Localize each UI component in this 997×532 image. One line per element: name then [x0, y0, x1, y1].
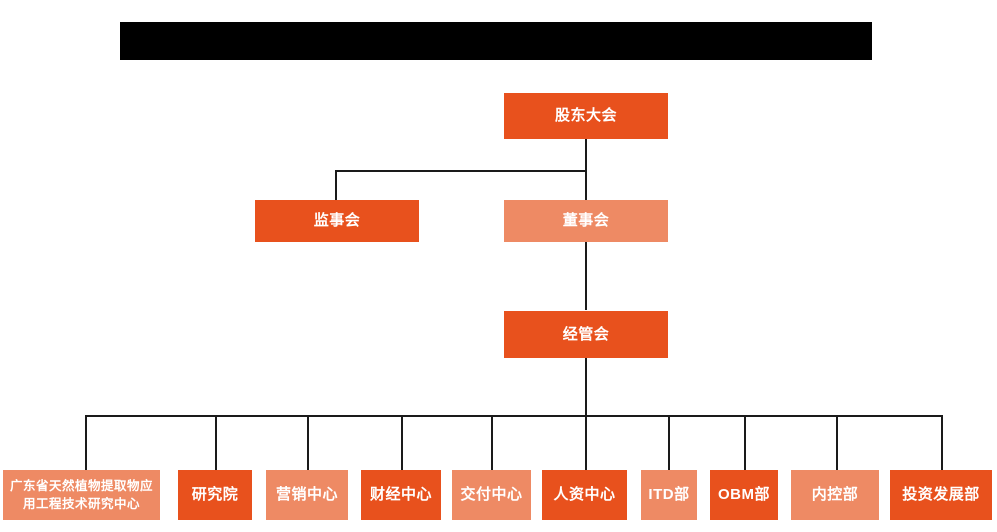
connector-drop-itd-department — [668, 415, 670, 470]
node-label-line-2: 用工程技术研究中心 — [22, 497, 140, 511]
node-delivery-center[interactable]: 交付中心 — [452, 470, 531, 520]
connector-directors-drop — [585, 170, 587, 200]
connector-drop-investment-development-department — [941, 415, 943, 470]
node-label-line-1: 广东省天然植物提取物应 — [9, 478, 153, 493]
connector-drop-research-institute — [215, 415, 217, 470]
connector-drop-guangdong-research-center — [85, 415, 87, 470]
connector-drop-internal-control-department — [836, 415, 838, 470]
node-investment-development-department[interactable]: 投资发展部 — [890, 470, 992, 520]
node-marketing-center[interactable]: 营销中心 — [266, 470, 348, 520]
node-management-committee[interactable]: 经管会 — [504, 311, 668, 358]
node-finance-center[interactable]: 财经中心 — [361, 470, 441, 520]
node-itd-department[interactable]: ITD部 — [641, 470, 697, 520]
connector-level2-bus — [335, 170, 587, 172]
node-board-of-directors[interactable]: 董事会 — [504, 200, 668, 242]
node-internal-control-department[interactable]: 内控部 — [791, 470, 879, 520]
connector-shareholders-down — [585, 139, 587, 172]
connector-management-down — [585, 358, 587, 416]
connector-drop-hr-center — [585, 415, 587, 470]
connector-drop-marketing-center — [307, 415, 309, 470]
node-shareholders-meeting[interactable]: 股东大会 — [504, 93, 668, 139]
node-obm-department[interactable]: OBM部 — [710, 470, 778, 520]
node-board-of-supervisors[interactable]: 监事会 — [255, 200, 419, 242]
connector-supervisors-drop — [335, 170, 337, 200]
connector-drop-delivery-center — [491, 415, 493, 470]
redacted-title-bar — [120, 22, 872, 60]
connector-level4-bus — [85, 415, 943, 417]
node-guangdong-research-center[interactable]: 广东省天然植物提取物应 用工程技术研究中心 — [3, 470, 160, 520]
node-research-institute[interactable]: 研究院 — [178, 470, 252, 520]
connector-drop-finance-center — [401, 415, 403, 470]
node-hr-center[interactable]: 人资中心 — [542, 470, 627, 520]
connector-drop-obm-department — [744, 415, 746, 470]
connector-directors-to-management — [585, 242, 587, 310]
